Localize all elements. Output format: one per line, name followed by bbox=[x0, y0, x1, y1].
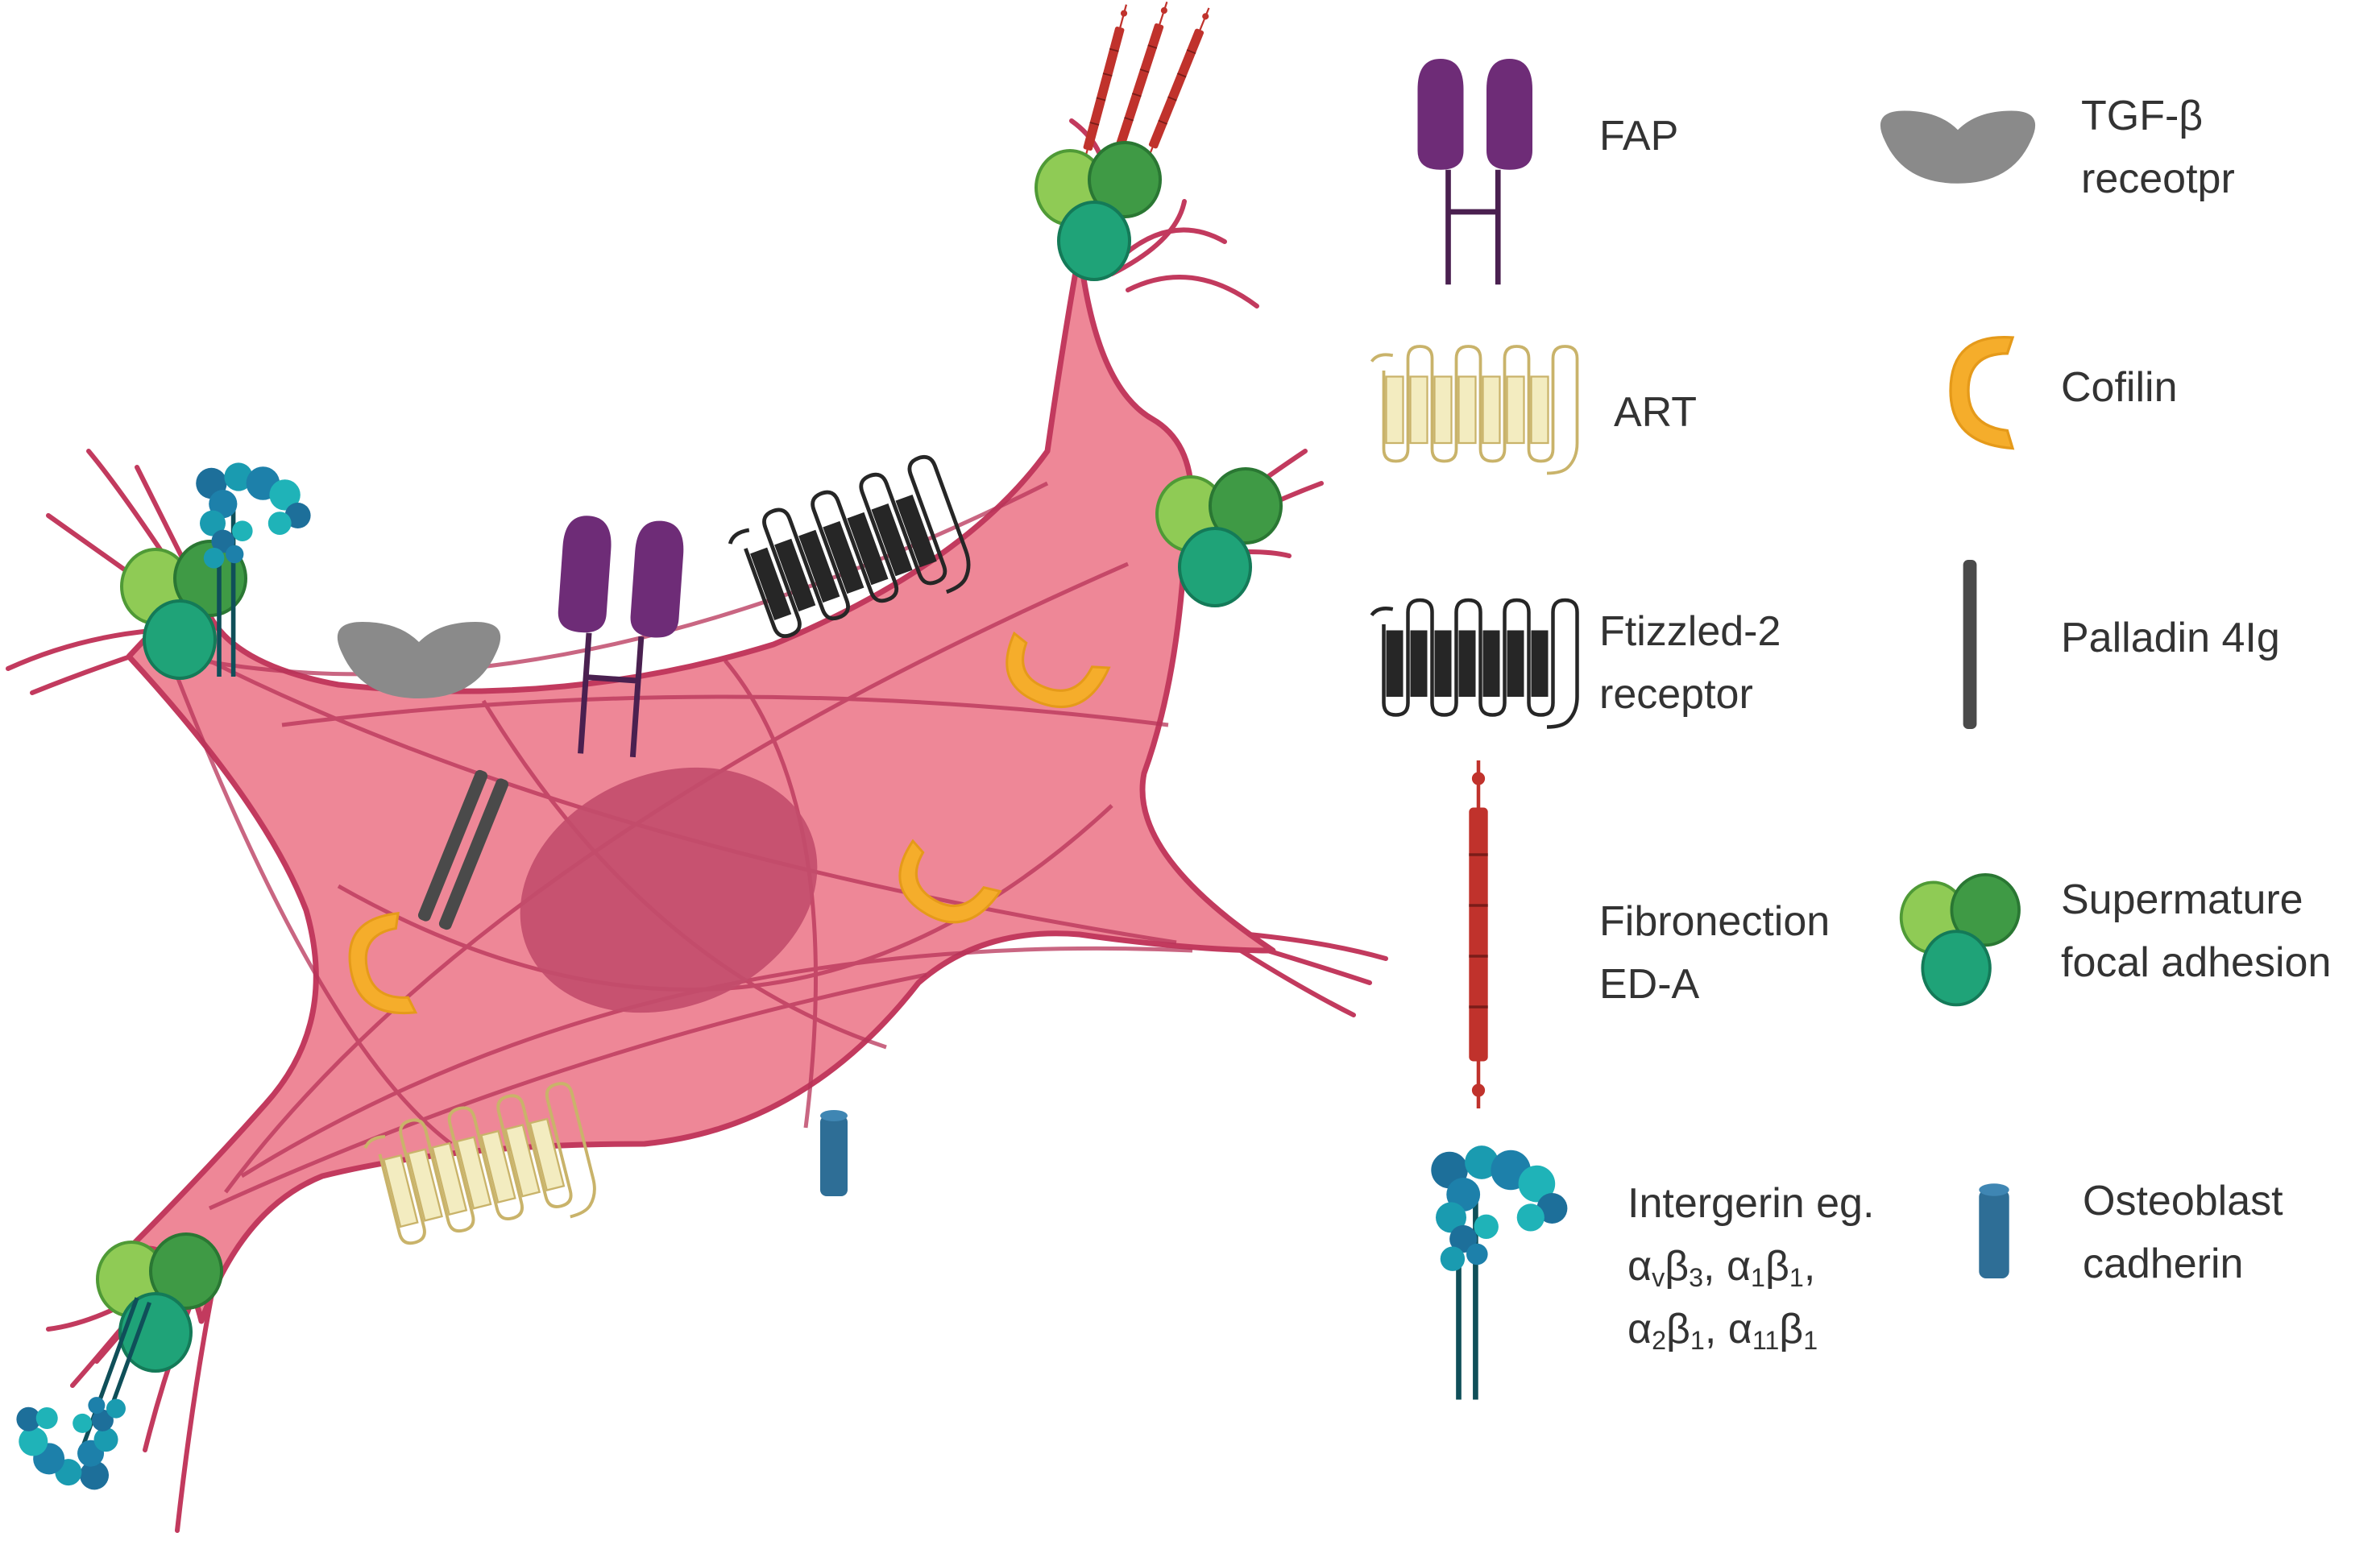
legend-frizzled-line2: receptor bbox=[1599, 671, 1753, 718]
legend-fibronectin-line1: Fibronection bbox=[1599, 898, 1831, 945]
legend-cadherin-label: Osteoblast cadherin bbox=[2083, 1170, 2283, 1295]
legend-fap-line: FAP bbox=[1599, 113, 1679, 159]
legend-integrin-title: Intergerin eg. bbox=[1627, 1180, 1875, 1227]
cell-cadherin bbox=[820, 1110, 848, 1196]
cell-fibronectin bbox=[1138, 5, 1215, 172]
legend-art-line: ART bbox=[1614, 389, 1698, 436]
legend-fibronectin-line2: ED-A bbox=[1599, 961, 1700, 1008]
legend-fap-icon bbox=[1418, 59, 1533, 284]
legend-palladin-line: Palladin 4Ig bbox=[2061, 615, 2280, 661]
legend-focal-adhesion-label: Supermature focal adhesion bbox=[2061, 868, 2331, 994]
legend-focal-line1: Supermature bbox=[2061, 876, 2303, 923]
legend-fibronectin-icon bbox=[1469, 760, 1487, 1108]
integrin-subunit: 1 bbox=[1789, 1263, 1804, 1293]
legend-fap-label: FAP bbox=[1599, 105, 1678, 168]
legend-art-label: ART bbox=[1614, 381, 1697, 444]
legend-tgfb-line2: receotpr bbox=[2081, 155, 2235, 202]
legend-palladin-icon bbox=[1963, 560, 1977, 729]
integrin-subunit: v bbox=[1652, 1263, 1665, 1293]
legend-integrin-line3: α2β1, α11β1 bbox=[1627, 1306, 1818, 1356]
legend-art-icon bbox=[1370, 345, 1579, 475]
legend-cofilin-icon bbox=[1949, 335, 2014, 450]
legend-integrin-line2: αvβ3, α1β1, bbox=[1627, 1243, 1816, 1293]
legend-cofilin-line: Cofilin bbox=[2061, 364, 2178, 411]
legend-focal-line2: focal adhesion bbox=[2061, 939, 2332, 986]
legend-tgfb-icon bbox=[1880, 110, 2036, 184]
legend-frizzled-line1: Ftizzled-2 bbox=[1599, 608, 1781, 655]
legend-frizzled-icon bbox=[1372, 600, 1578, 727]
legend-palladin-label: Palladin 4Ig bbox=[2061, 607, 2280, 669]
legend-integrin-icon bbox=[1431, 1145, 1567, 1399]
integrin-subunit: 1 bbox=[1690, 1326, 1705, 1356]
legend-tgfb-label: TGF-β receotpr bbox=[2081, 85, 2235, 210]
integrin-subunit: 11 bbox=[1752, 1326, 1780, 1356]
legend-tgfb-line1: TGF-β bbox=[2081, 93, 2204, 139]
legend-fibronectin-label: Fibronection ED-A bbox=[1599, 890, 1830, 1016]
legend-integrin-label: Intergerin eg. αvβ3, α1β1, α2β1, α11β1 bbox=[1627, 1172, 1874, 1361]
legend-frizzled-label: Ftizzled-2 receptor bbox=[1599, 600, 1781, 726]
legend-cadherin-line1: Osteoblast bbox=[2083, 1178, 2283, 1224]
integrin-subunit: 3 bbox=[1689, 1263, 1704, 1293]
nucleus bbox=[520, 767, 818, 1013]
legend-cadherin-line2: cadherin bbox=[2083, 1241, 2244, 1287]
integrin-subunit: 1 bbox=[1751, 1263, 1765, 1293]
integrin-subunit: 2 bbox=[1652, 1326, 1666, 1356]
integrin-subunit: 1 bbox=[1803, 1326, 1818, 1356]
legend-cofilin-label: Cofilin bbox=[2061, 356, 2178, 419]
legend-cadherin-icon bbox=[1979, 1183, 2009, 1278]
legend-focal-adhesion-icon bbox=[1899, 873, 2021, 1007]
